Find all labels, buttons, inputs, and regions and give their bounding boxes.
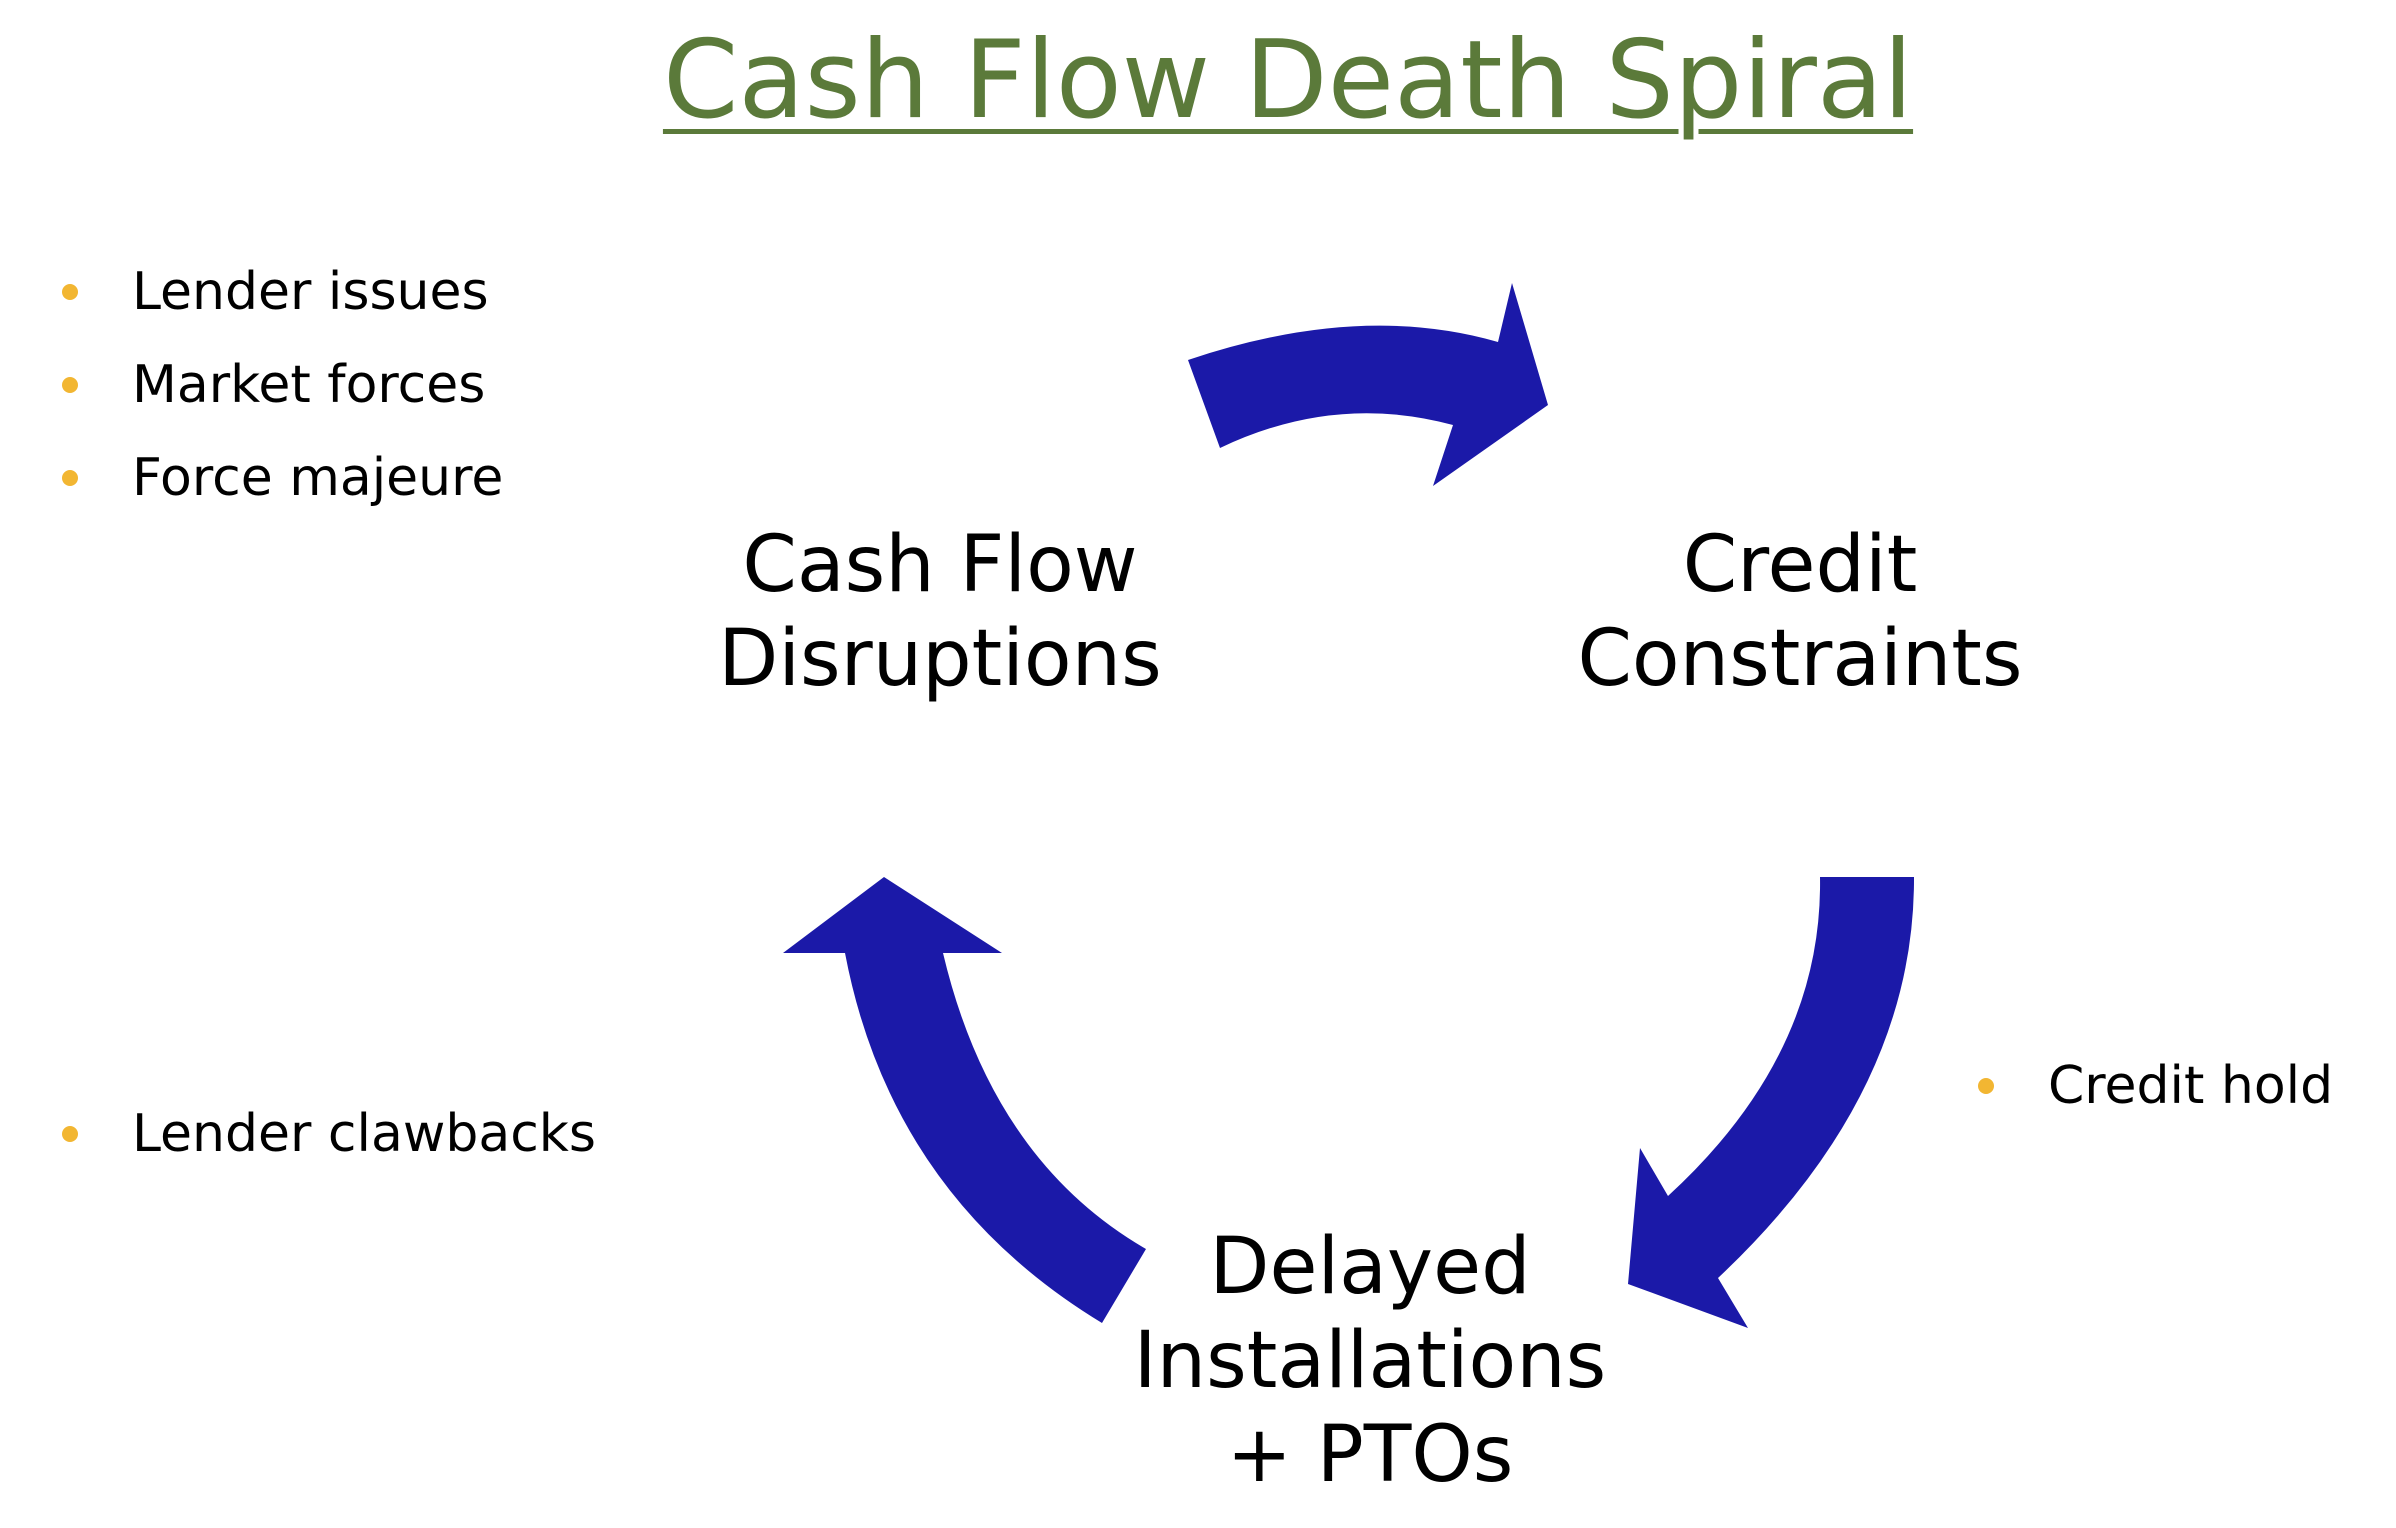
list-item-label: Force majeure: [132, 448, 504, 508]
bullet-dot-icon: [62, 377, 78, 393]
node-delayed-installations: Delayed Installations + PTOs: [1070, 1220, 1670, 1502]
node-label: Disruptions: [718, 614, 1162, 704]
node-label: Delayed: [1209, 1222, 1531, 1312]
node-cash-flow-disruptions: Cash Flow Disruptions: [640, 518, 1240, 706]
curved-arrow-icon: [1628, 877, 1915, 1328]
page-title: Cash Flow Death Spiral: [662, 18, 1914, 143]
list-item: Market forces: [62, 339, 503, 432]
list-item: Lender issues: [62, 246, 503, 339]
list-item-label: Credit hold: [2048, 1056, 2334, 1116]
bullet-dot-icon: [62, 284, 78, 300]
list-item: Lender clawbacks: [62, 1088, 596, 1181]
node-label: Installations: [1133, 1316, 1607, 1406]
node-label: Constraints: [1577, 614, 2023, 704]
bullet-list-right: Credit hold: [1978, 1040, 2333, 1133]
bullet-list-bottom-left: Lender clawbacks: [62, 1088, 596, 1181]
bullet-dot-icon: [62, 1126, 78, 1142]
bullet-dot-icon: [1978, 1078, 1994, 1094]
node-label: Cash Flow: [742, 520, 1138, 610]
node-label: Credit: [1682, 520, 1918, 610]
list-item: Force majeure: [62, 432, 503, 525]
list-item-label: Lender issues: [132, 262, 489, 322]
curved-arrow-icon: [783, 877, 1146, 1323]
curved-arrow-icon: [1188, 283, 1548, 486]
node-label: + PTOs: [1226, 1410, 1514, 1500]
list-item-label: Market forces: [132, 355, 486, 415]
bullet-dot-icon: [62, 470, 78, 486]
bullet-list-top-left: Lender issues Market forces Force majeur…: [62, 246, 503, 525]
list-item-label: Lender clawbacks: [132, 1104, 597, 1164]
list-item: Credit hold: [1978, 1040, 2333, 1133]
node-credit-constraints: Credit Constraints: [1500, 518, 2100, 706]
